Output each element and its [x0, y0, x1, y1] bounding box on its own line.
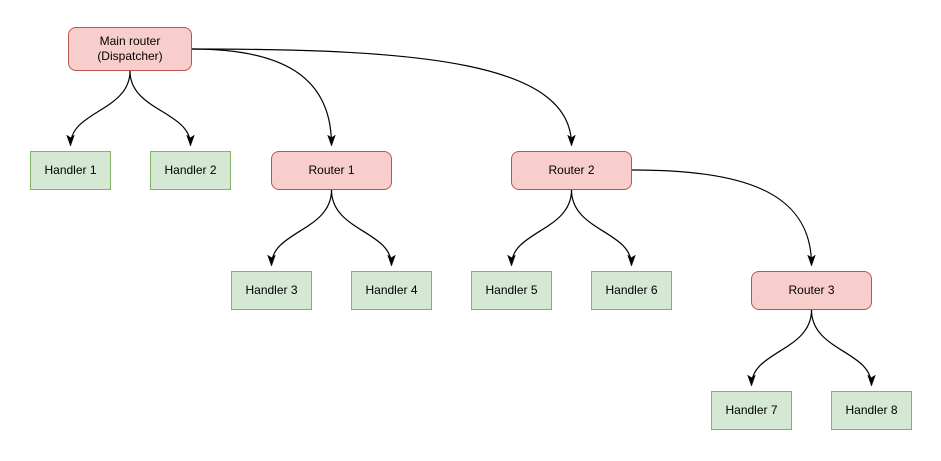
node-main-router[interactable]: Main router (Dispatcher) [68, 27, 192, 71]
node-label-handler-7: Handler 7 [725, 403, 778, 417]
edges-group [71, 48, 872, 385]
node-router-3[interactable]: Router 3 [751, 271, 872, 310]
node-label-handler-8: Handler 8 [845, 403, 898, 417]
node-label-handler-1: Handler 1 [44, 163, 97, 177]
edge-router-1-to-handler-4 [330, 189, 392, 265]
edge-router-3-to-handler-8 [810, 309, 872, 385]
edge-router-2-to-handler-5 [512, 189, 573, 265]
node-router-2[interactable]: Router 2 [511, 151, 632, 190]
edge-main-to-handler-2 [129, 70, 191, 145]
edge-main-to-router-1 [191, 48, 332, 145]
node-label-handler-2: Handler 2 [164, 163, 217, 177]
node-handler-6[interactable]: Handler 6 [591, 271, 672, 310]
node-handler-5[interactable]: Handler 5 [471, 271, 552, 310]
node-label-router-3: Router 3 [788, 283, 835, 297]
node-handler-8[interactable]: Handler 8 [831, 391, 912, 430]
node-handler-3[interactable]: Handler 3 [231, 271, 312, 310]
node-handler-4[interactable]: Handler 4 [351, 271, 432, 310]
node-handler-1[interactable]: Handler 1 [30, 151, 111, 190]
node-label-main-router: Main router (Dispatcher) [97, 34, 163, 63]
node-router-1[interactable]: Router 1 [271, 151, 392, 190]
node-label-handler-4: Handler 4 [365, 283, 418, 297]
node-label-router-1: Router 1 [308, 163, 355, 177]
edge-main-to-router-2 [191, 48, 572, 145]
edge-router-2-to-router-3 [631, 169, 812, 265]
edge-router-2-to-handler-6 [570, 189, 632, 265]
node-handler-7[interactable]: Handler 7 [711, 391, 792, 430]
edge-router-3-to-handler-7 [752, 309, 813, 385]
node-label-router-2: Router 2 [548, 163, 595, 177]
edge-router-1-to-handler-3 [272, 189, 333, 265]
node-label-handler-3: Handler 3 [245, 283, 298, 297]
node-label-handler-6: Handler 6 [605, 283, 658, 297]
node-handler-2[interactable]: Handler 2 [150, 151, 231, 190]
edge-main-to-handler-1 [71, 70, 131, 145]
node-label-handler-5: Handler 5 [485, 283, 538, 297]
